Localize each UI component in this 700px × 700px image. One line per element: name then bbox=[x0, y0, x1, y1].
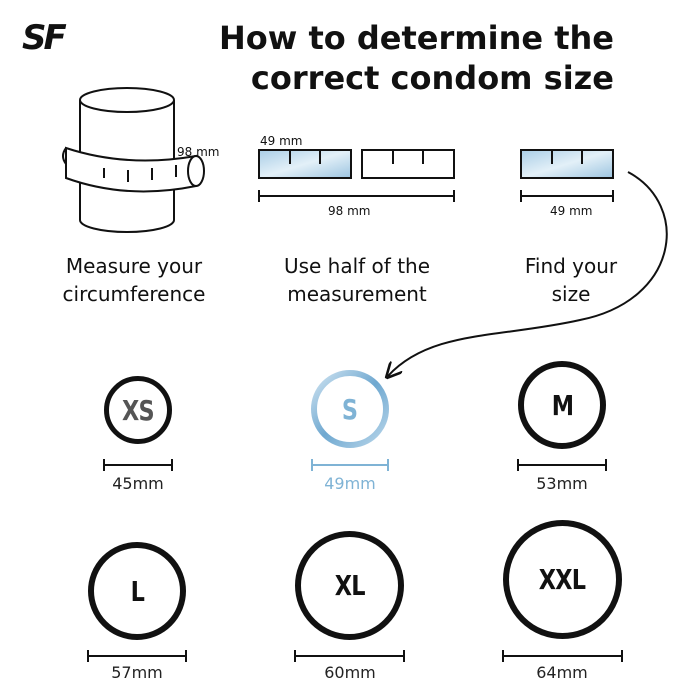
size-mm-l: 57mm bbox=[111, 663, 163, 682]
size-tape-icon bbox=[520, 149, 614, 202]
step-1-line-2: circumference bbox=[62, 282, 206, 306]
circumference-label: 98 mm bbox=[177, 145, 220, 159]
step-2-caption: Use half of the measurement bbox=[247, 252, 467, 308]
size-mm-xl: 60mm bbox=[324, 663, 376, 682]
step-3-line-2: size bbox=[551, 282, 591, 306]
size-ring-l: L bbox=[88, 542, 186, 640]
page-title: How to determine the correct condom size bbox=[219, 18, 614, 98]
size-mm-xs: 45mm bbox=[112, 474, 164, 493]
step-1-line-1: Measure your bbox=[65, 254, 203, 278]
title-line-1: How to determine the bbox=[219, 19, 614, 57]
pointer-arrow bbox=[388, 171, 668, 376]
size-mm-m: 53mm bbox=[536, 474, 588, 493]
size-ring-xl: XL bbox=[295, 531, 404, 640]
size-label-xs: XS bbox=[122, 393, 155, 427]
size-label-m: M bbox=[551, 388, 573, 422]
size-bars bbox=[87, 459, 623, 662]
size-ring-s bbox=[311, 370, 389, 448]
brand-logo: SF bbox=[22, 18, 67, 58]
full-label: 98 mm bbox=[328, 204, 371, 218]
half-label: 49 mm bbox=[260, 134, 303, 148]
step-3-line-1: Find your bbox=[524, 254, 618, 278]
half-tape-icon bbox=[258, 149, 455, 202]
size-ring-xs: XS bbox=[104, 376, 172, 444]
size-label-l: L bbox=[130, 574, 144, 608]
size-ring-m: M bbox=[518, 361, 606, 449]
size-label-s: S bbox=[342, 392, 358, 426]
size-mm-xxl: 64mm bbox=[536, 663, 588, 682]
size-mm-s: 49mm bbox=[324, 474, 376, 493]
step-1-caption: Measure your circumference bbox=[24, 252, 244, 308]
size-label-xxl: XXL bbox=[539, 563, 586, 596]
size-label-xl: XL bbox=[334, 569, 366, 602]
title-line-2: correct condom size bbox=[250, 59, 614, 97]
size-ring-xxl: XXL bbox=[503, 520, 622, 639]
step-3-caption: Find your size bbox=[461, 252, 681, 308]
size-measure-label: 49 mm bbox=[550, 204, 593, 218]
size-bar-s bbox=[311, 459, 389, 471]
size-s-text-holder: S bbox=[314, 373, 386, 445]
cylinder-icon bbox=[62, 87, 205, 233]
step-2-line-1: Use half of the bbox=[283, 254, 431, 278]
step-2-line-2: measurement bbox=[287, 282, 427, 306]
